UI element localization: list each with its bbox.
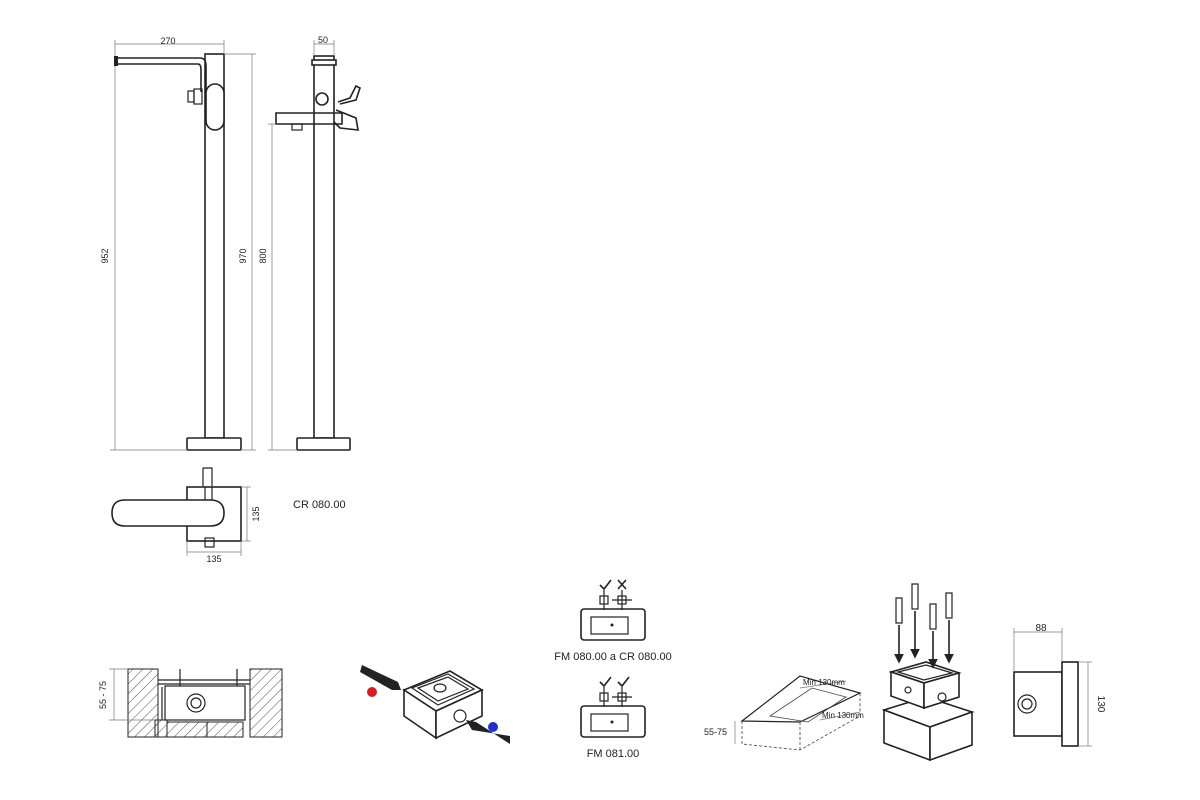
dim-base-depth: 135 bbox=[251, 506, 261, 521]
hot-water-dot bbox=[367, 687, 377, 697]
connection-box-view bbox=[360, 665, 510, 744]
dim-total-height: 970 bbox=[238, 248, 248, 263]
compat-caption-2: FM 081.00 bbox=[587, 748, 640, 760]
dim-box-height: 130 bbox=[1095, 696, 1106, 713]
anchor-install-view bbox=[881, 583, 975, 762]
dim-embed-depth: 55 - 75 bbox=[98, 681, 108, 709]
box-side-view: 88 130 bbox=[1013, 623, 1106, 747]
dim-spout-height: 952 bbox=[100, 248, 110, 263]
dim-trench-min-a: Min 130mm bbox=[803, 678, 845, 687]
dim-side-width: 50 bbox=[318, 35, 328, 45]
dim-trench-depth: 55-75 bbox=[704, 727, 727, 737]
dim-box-depth: 88 bbox=[1035, 623, 1047, 634]
cross-icon bbox=[617, 579, 627, 590]
dim-trench-min-b: Min 130mm bbox=[822, 711, 864, 720]
compatibility-panel-2: FM 081.00 bbox=[580, 676, 646, 760]
cold-water-dot bbox=[488, 722, 498, 732]
side-view: 50 800 bbox=[258, 35, 361, 451]
compat-caption-1: FM 080.00 a CR 080.00 bbox=[554, 651, 671, 663]
check-icon bbox=[599, 579, 612, 591]
top-view: 135 135 bbox=[111, 467, 261, 564]
compatibility-panel-1: FM 080.00 a CR 080.00 bbox=[554, 579, 672, 663]
check-icon bbox=[599, 676, 612, 688]
anchor-bolts bbox=[894, 583, 954, 669]
dim-base-width: 135 bbox=[206, 554, 221, 564]
check-icon bbox=[617, 676, 630, 688]
trench-view: 55-75 Min 130mm Min 130mm bbox=[704, 675, 864, 751]
dim-top-width: 270 bbox=[160, 36, 175, 46]
front-view: 270 952 970 bbox=[100, 36, 256, 451]
product-code: CR 080.00 bbox=[293, 499, 346, 511]
dim-side-height: 800 bbox=[258, 248, 268, 263]
floor-section: 55 - 75 bbox=[98, 668, 283, 738]
